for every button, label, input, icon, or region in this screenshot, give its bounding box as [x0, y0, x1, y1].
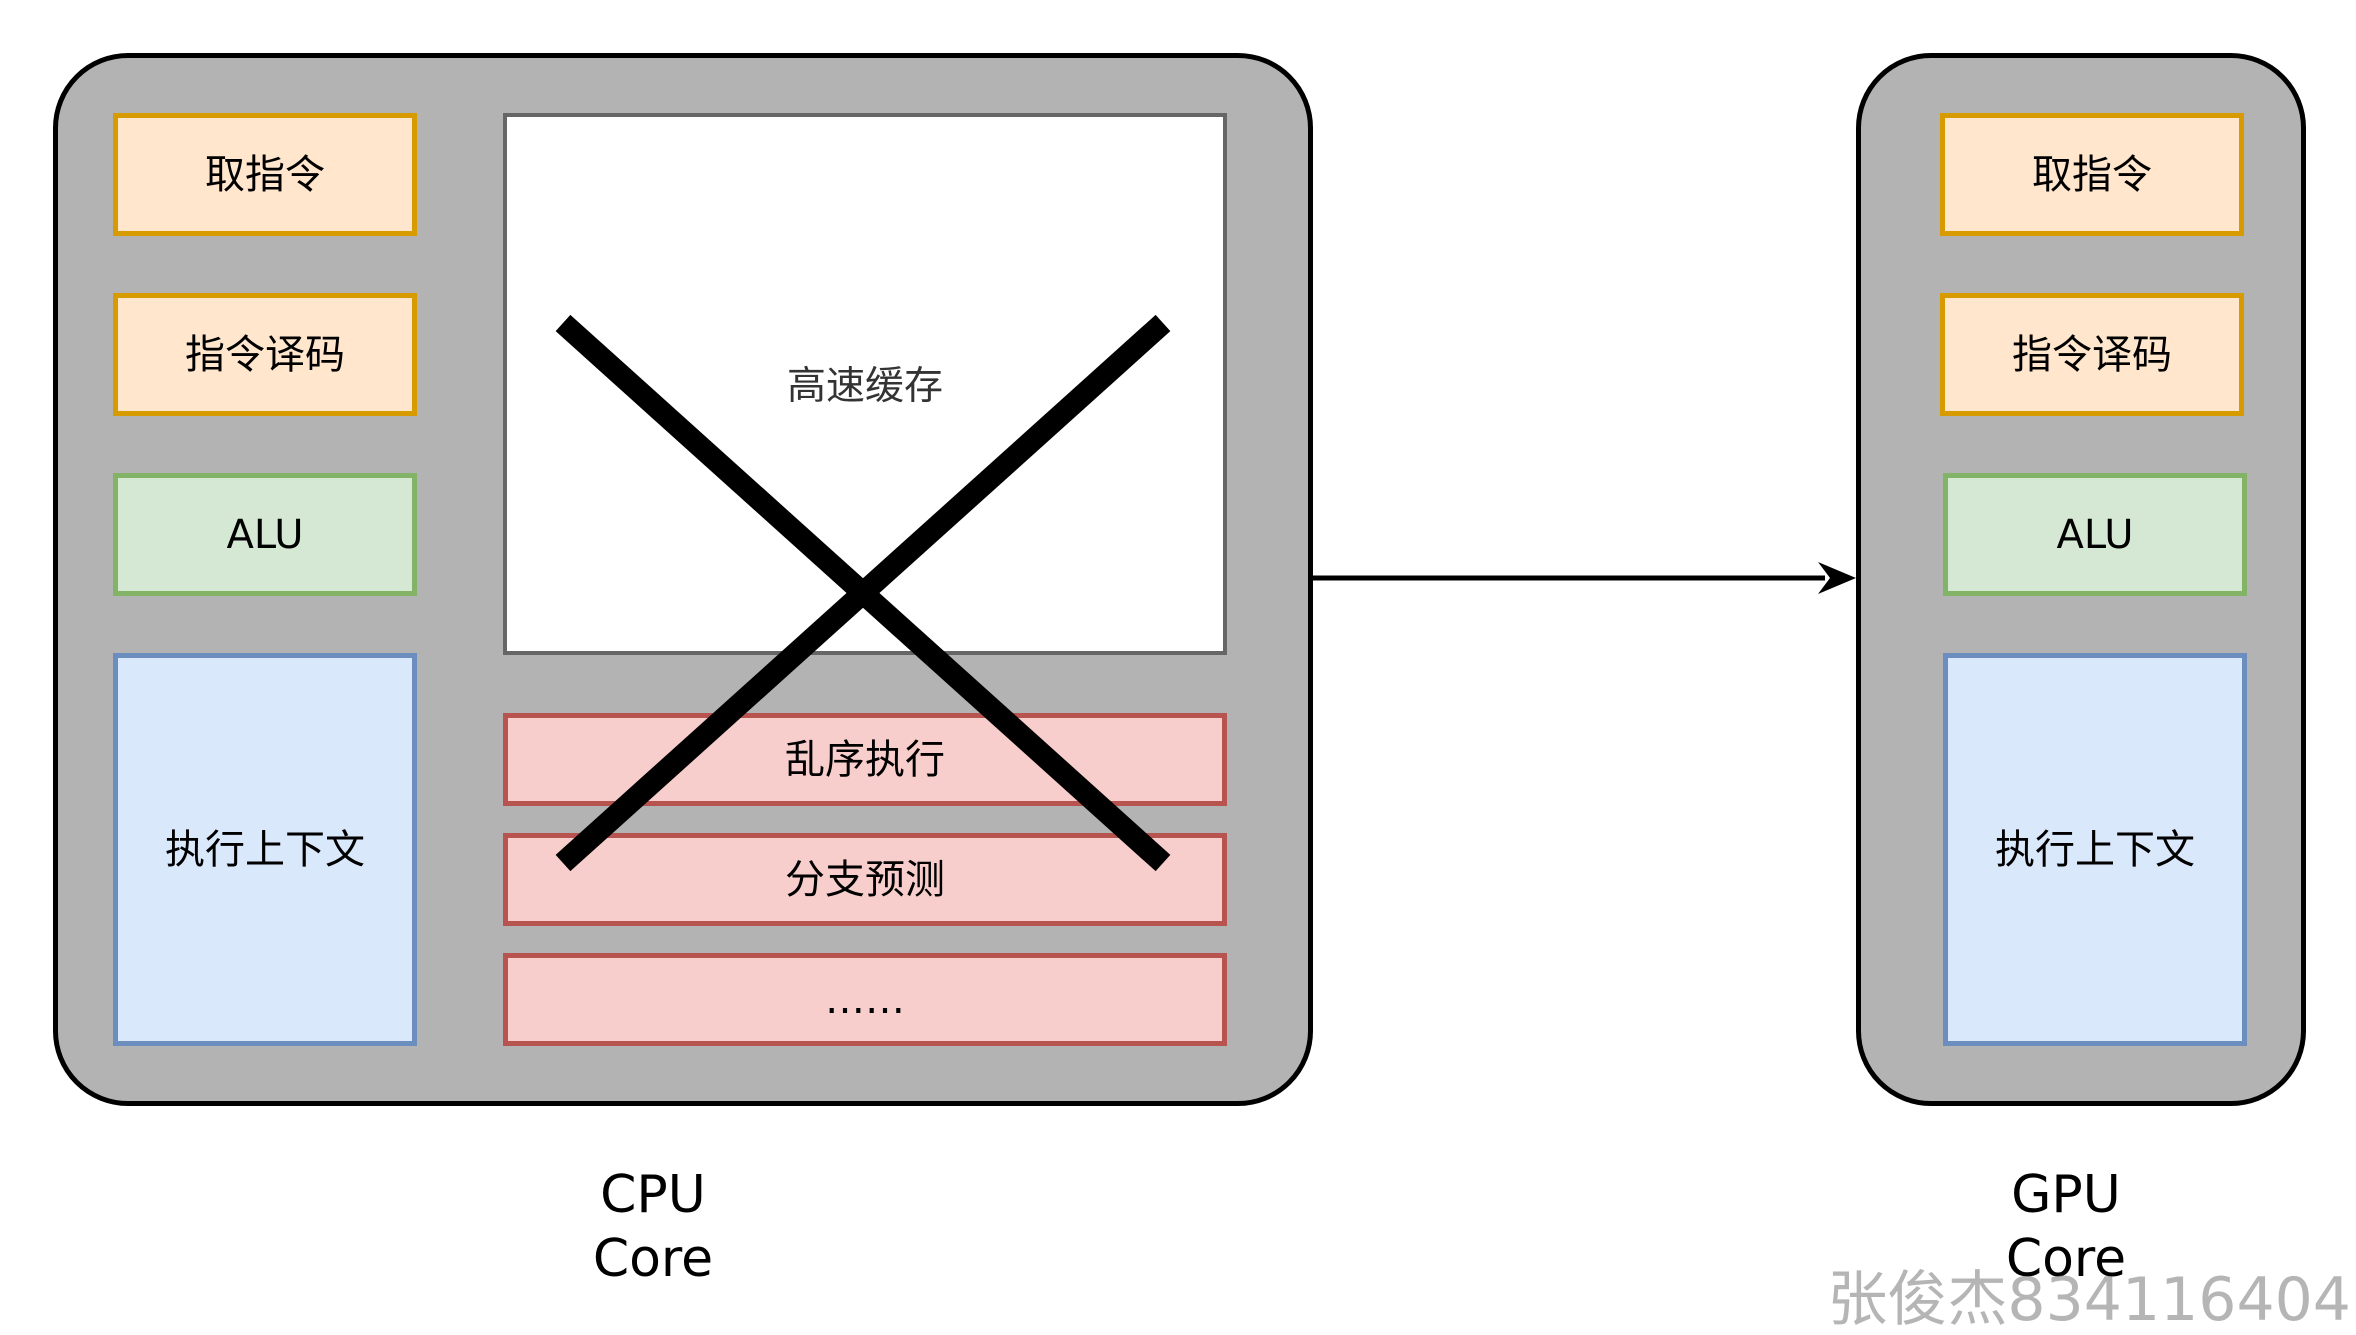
- gpu-fetch-box: 取指令: [1940, 113, 2244, 236]
- gpu-context-label: 执行上下文: [1995, 826, 2195, 873]
- cpu-alu-box: ALU: [113, 473, 417, 596]
- cpu-fetch-label: 取指令: [205, 151, 325, 198]
- cpu-context-label: 执行上下文: [165, 826, 365, 873]
- cpu-alu-label: ALU: [226, 511, 304, 558]
- gpu-context-box: 执行上下文: [1943, 653, 2247, 1046]
- cpu-label-line2: Core: [592, 1229, 714, 1289]
- gpu-alu-label: ALU: [2056, 511, 2134, 558]
- cpu-branch-prediction-label: 分支预测: [785, 856, 945, 903]
- gpu-decode-label: 指令译码: [2012, 331, 2172, 378]
- cpu-branch-prediction-box: 分支预测: [503, 833, 1227, 926]
- gpu-label-line1: GPU: [2011, 1165, 2121, 1225]
- cpu-core-label: CPU Core: [553, 1163, 753, 1291]
- gpu-decode-box: 指令译码: [1940, 293, 2244, 416]
- gpu-label-line2: Core: [2005, 1229, 2127, 1289]
- cpu-fetch-box: 取指令: [113, 113, 417, 236]
- gpu-fetch-label: 取指令: [2032, 151, 2152, 198]
- cpu-more-label: ……: [825, 976, 905, 1023]
- cpu-context-box: 执行上下文: [113, 653, 417, 1046]
- cpu-decode-label: 指令译码: [185, 331, 345, 378]
- cpu-out-of-order-label: 乱序执行: [785, 736, 945, 783]
- gpu-alu-box: ALU: [1943, 473, 2247, 596]
- gpu-core-label: GPU Core: [1966, 1163, 2166, 1291]
- cpu-decode-box: 指令译码: [113, 293, 417, 416]
- cpu-out-of-order-box: 乱序执行: [503, 713, 1227, 806]
- cpu-label-line1: CPU: [600, 1165, 706, 1225]
- cross-line-2: [555, 314, 1171, 872]
- arrow-head-icon: [1818, 562, 1856, 594]
- cpu-more-box: ……: [503, 953, 1227, 1046]
- watermark-text: 张俊杰834116404: [1827, 1265, 2351, 1335]
- cpu-cache-label: 高速缓存: [786, 364, 943, 409]
